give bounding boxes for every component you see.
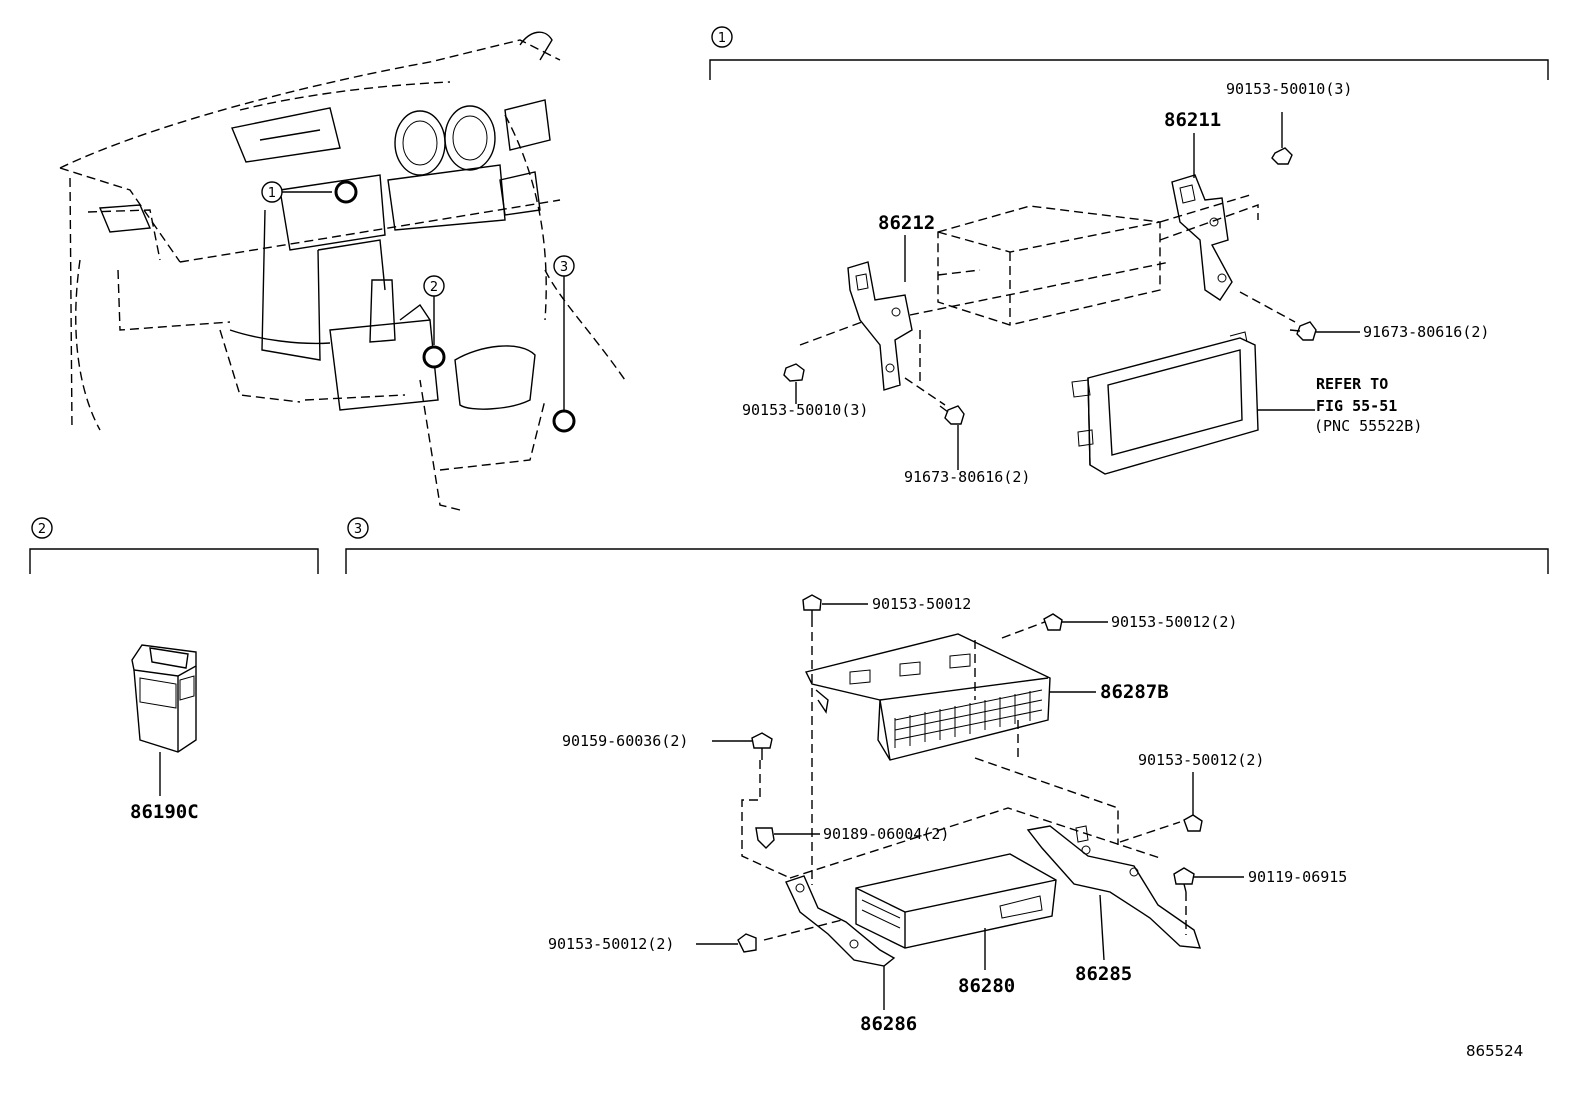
label-90153-50010-top: 90153-50010(3) — [1226, 80, 1352, 98]
bracket-86287b — [804, 633, 1051, 761]
label-90153-50012-top: 90153-50012 — [872, 595, 971, 613]
label-91673-80616-right: 91673-80616(2) — [1363, 323, 1489, 341]
label-86285: 86285 — [1075, 963, 1132, 985]
amplifier-86280 — [855, 853, 1057, 970]
figure-id: 865524 — [1466, 1042, 1523, 1060]
section-2: 2 86190C — [29, 517, 319, 823]
svg-text:2: 2 — [430, 280, 438, 295]
screw-91673-80616-right — [1289, 321, 1360, 341]
label-90153-50012-bottom-left: 90153-50012(2) — [548, 935, 674, 953]
nut-90153-50012-right-mid — [1183, 772, 1203, 832]
location-circle-2 — [422, 345, 446, 369]
bolt-90119-06915 — [1173, 867, 1244, 893]
screw-91673-80616-bottom — [939, 405, 965, 470]
svg-text:3: 3 — [560, 260, 568, 275]
location-circle-3 — [552, 409, 576, 433]
clip-90189-06004 — [755, 827, 820, 849]
bolt-90153-50010-top — [1271, 112, 1293, 165]
label-86286: 86286 — [860, 1013, 917, 1035]
dashboard-overview — [59, 31, 626, 511]
nut-90153-50012-bottom-left — [696, 933, 757, 953]
label-86211: 86211 — [1164, 109, 1221, 131]
audio-bezel — [1071, 331, 1315, 475]
label-86280: 86280 — [958, 975, 1015, 997]
overview-marker-3: 3 — [552, 255, 576, 433]
location-circle-1 — [334, 180, 358, 204]
bolt-90153-50010-left — [783, 363, 805, 404]
nut-90153-50012-top-right — [1043, 613, 1108, 631]
label-86190c: 86190C — [130, 801, 199, 823]
refer-to-line-3: (PNC 55522B) — [1314, 417, 1422, 435]
bracket-86212 — [847, 261, 913, 391]
svg-text:1: 1 — [268, 186, 276, 201]
section-3: 3 86287B — [345, 517, 1549, 1035]
section-3-number: 3 — [354, 522, 362, 537]
section-1-number: 1 — [718, 31, 726, 46]
label-90153-50012-right-mid: 90153-50012(2) — [1138, 751, 1264, 769]
switch-86190c — [131, 644, 197, 796]
refer-to-line-2: FIG 55-51 — [1316, 397, 1397, 415]
label-86287b: 86287B — [1100, 681, 1169, 703]
label-90119-06915: 90119-06915 — [1248, 868, 1347, 886]
label-86212: 86212 — [878, 212, 935, 234]
bolt-90153-50012-top — [802, 594, 868, 618]
label-90159-60036: 90159-60036(2) — [562, 732, 688, 750]
bracket-86211 — [1171, 174, 1233, 301]
overview-marker-2: 2 — [422, 275, 446, 369]
label-90189-06004: 90189-06004(2) — [823, 825, 949, 843]
label-90153-50010-left: 90153-50010(3) — [742, 401, 868, 419]
section-2-number: 2 — [38, 522, 46, 537]
refer-to-line-1: REFER TO — [1316, 375, 1388, 393]
bracket-86285 — [1026, 825, 1202, 961]
label-91673-80616-bottom: 91673-80616(2) — [904, 468, 1030, 486]
bolt-90159-60036 — [712, 732, 773, 760]
bracket-86286 — [785, 875, 896, 1010]
section-1: 1 86212 86211 — [709, 26, 1549, 486]
overview-marker-1: 1 — [261, 180, 358, 204]
label-90153-50012-top-right: 90153-50012(2) — [1111, 613, 1237, 631]
